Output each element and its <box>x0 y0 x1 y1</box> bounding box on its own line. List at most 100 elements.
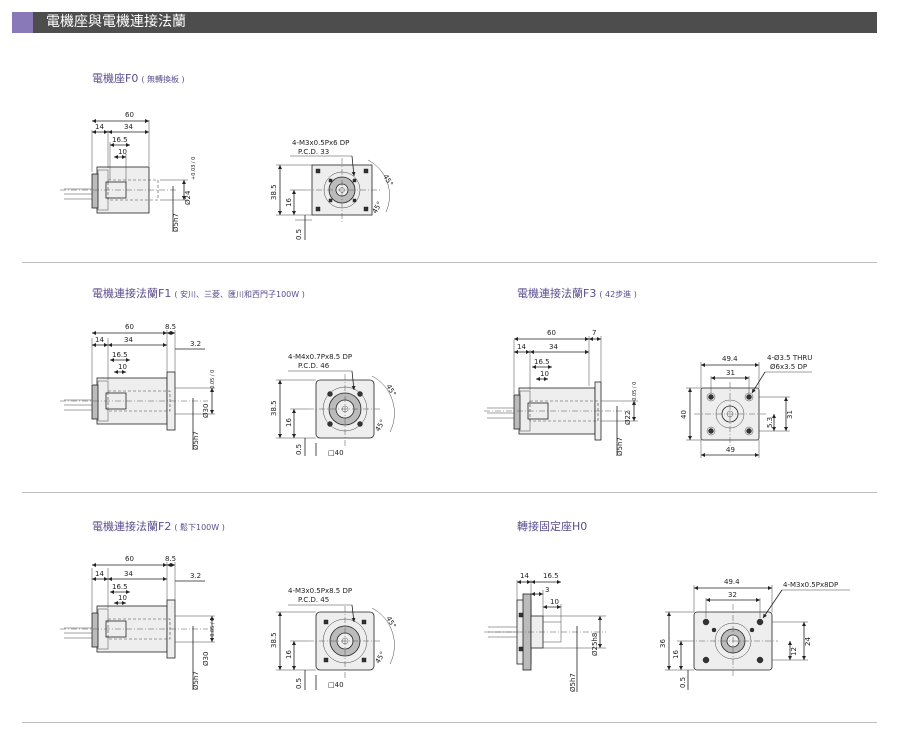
f3-dim-40: 40 <box>680 410 688 419</box>
f0-dim-shaft-tol: +0.03 / 0 <box>191 157 197 180</box>
f3-dim-shaft-tol: +0.05 / 0 <box>632 382 638 405</box>
h0-dim-25h8: Ø25h8 <box>591 633 599 656</box>
f1-angle-1: 45° <box>384 383 397 398</box>
f2-dim-square: □40 <box>328 681 344 689</box>
h0-hole-spec: 4-M3x0.5Px8DP <box>783 581 838 589</box>
f0-dim-16-5: 16.5 <box>112 136 128 144</box>
f1-side-view <box>60 330 215 450</box>
h0-dim-24: 24 <box>804 637 812 646</box>
f3-dim-14: 14 <box>517 343 526 351</box>
title-f2-main: 電機連接法蘭F2 <box>92 520 172 533</box>
f3-front-view <box>686 362 812 458</box>
f2-pcd: P.C.D. 45 <box>298 596 329 604</box>
f3-hole-spec-2: Ø6x3.5 DP <box>770 363 807 371</box>
f0-dim-60: 60 <box>125 111 134 119</box>
title-f2-sub: ( 鬆下100W ) <box>174 523 225 532</box>
h0-front-view <box>665 585 850 690</box>
f3-dim-7: 7 <box>592 329 596 337</box>
f3-dim-10: 10 <box>540 370 549 378</box>
divider-2 <box>22 492 877 493</box>
f1-pcd: P.C.D. 46 <box>298 362 330 370</box>
h0-dim-16-5: 16.5 <box>543 572 559 580</box>
f1-dim-38-5: 38.5 <box>270 400 278 416</box>
f1-dim-8-5: 8.5 <box>165 323 176 331</box>
section-header: 電機座與電機連接法蘭 <box>12 12 877 33</box>
f1-dim-square: □40 <box>328 449 344 457</box>
f1-front-view <box>276 370 395 456</box>
f2-dim-shaft: Ø30 <box>202 652 210 666</box>
divider-1 <box>22 262 877 263</box>
title-h0-main: 轉接固定座H0 <box>517 520 588 533</box>
f1-dim-3-2: 3.2 <box>190 340 201 348</box>
h0-side-view <box>484 580 606 692</box>
title-f1: 電機連接法蘭F1( 安川、三菱、匯川和西門子100W ) <box>92 285 305 301</box>
divider-3 <box>22 722 877 723</box>
f3-hole-spec-1: 4-Ø3.5 THRU <box>767 354 812 362</box>
f2-dim-38-5: 38.5 <box>270 632 278 648</box>
f1-hole-spec: 4-M4x0.7Px8.5 DP <box>288 353 352 361</box>
title-f0-sub: ( 無轉換板 ) <box>141 75 185 84</box>
f2-angle-2: 45° <box>374 650 387 665</box>
f3-dim-31-h: 31 <box>786 410 794 419</box>
f3-dim-31-w: 31 <box>726 369 735 377</box>
f1-dim-10: 10 <box>118 363 127 371</box>
title-f3: 電機連接法蘭F3( 42步進 ) <box>517 285 637 301</box>
f0-dim-34: 34 <box>124 123 133 131</box>
f2-side-view <box>60 562 215 690</box>
h0-dim-32: 32 <box>728 591 737 599</box>
f0-pcd: P.C.D. 33 <box>298 148 329 156</box>
f2-dim-5h7: Ø5h7 <box>192 671 200 690</box>
f0-hole-spec: 4-M3x0.5Px6 DP <box>292 139 349 147</box>
f3-dim-60: 60 <box>547 329 556 337</box>
f1-dim-16: 16 <box>285 418 293 427</box>
f2-dim-shaft-tol: +0.05 / 0 <box>210 618 216 641</box>
f3-dim-49-4: 49.4 <box>722 355 738 363</box>
h0-dim-36: 36 <box>659 639 667 648</box>
f1-dim-34: 34 <box>124 336 133 344</box>
f0-dim-16: 16 <box>285 198 293 207</box>
f2-dim-3-2: 3.2 <box>190 572 201 580</box>
f1-dim-60: 60 <box>125 323 134 331</box>
f3-dim-34: 34 <box>549 343 558 351</box>
f0-angle-2: 45° <box>371 200 384 215</box>
h0-dim-49-4: 49.4 <box>724 578 740 586</box>
title-f0-main: 電機座F0 <box>92 72 139 85</box>
f0-dim-10: 10 <box>118 148 127 156</box>
f0-side-view <box>60 119 188 232</box>
title-f3-sub: ( 42步進 ) <box>599 290 637 299</box>
f1-dim-0-5: 0.5 <box>295 444 303 455</box>
h0-dim-0-5: 0.5 <box>679 677 687 688</box>
f1-dim-shaft: Ø30 <box>202 404 210 418</box>
f2-dim-10: 10 <box>118 594 127 602</box>
f0-dim-0-5: 0.5 <box>295 229 303 240</box>
f0-front-view <box>276 155 390 240</box>
title-f3-main: 電機連接法蘭F3 <box>517 287 597 300</box>
title-f1-sub: ( 安川、三菱、匯川和西門子100W ) <box>174 290 305 299</box>
f2-dim-8-5: 8.5 <box>165 555 176 563</box>
f2-dim-0-5: 0.5 <box>295 678 303 689</box>
header-accent-block <box>12 12 33 33</box>
title-h0: 轉接固定座H0 <box>517 518 590 534</box>
f2-dim-16-5: 16.5 <box>112 583 128 591</box>
f0-dim-shaft: Ø24 <box>184 190 192 205</box>
f3-dim-49: 49 <box>726 446 735 454</box>
h0-dim-14: 14 <box>520 572 529 580</box>
h0-dim-16: 16 <box>672 650 680 659</box>
title-f0: 電機座F0( 無轉換板 ) <box>92 70 185 86</box>
h0-dim-12: 12 <box>790 647 798 656</box>
f3-dim-shaft: Ø22 <box>624 411 632 425</box>
f1-dim-14: 14 <box>95 336 104 344</box>
f0-dim-38-5: 38.5 <box>270 184 278 200</box>
f3-side-view <box>484 336 638 456</box>
f3-dim-16-5: 16.5 <box>534 358 550 366</box>
title-f2: 電機連接法蘭F2( 鬆下100W ) <box>92 518 225 534</box>
header-title: 電機座與電機連接法蘭 <box>46 14 186 30</box>
f0-angle-1: 45° <box>381 173 394 188</box>
f3-dim-5-3: 5.3 <box>766 417 774 428</box>
f2-dim-60: 60 <box>125 555 134 563</box>
h0-dim-5h7: Ø5h7 <box>569 673 577 692</box>
f3-dim-5h7: Ø5h7 <box>616 437 624 456</box>
f1-dim-shaft-tol: +0.05 / 0 <box>210 370 216 393</box>
h0-dim-3: 3 <box>545 586 549 594</box>
f1-angle-2: 45° <box>374 418 387 433</box>
